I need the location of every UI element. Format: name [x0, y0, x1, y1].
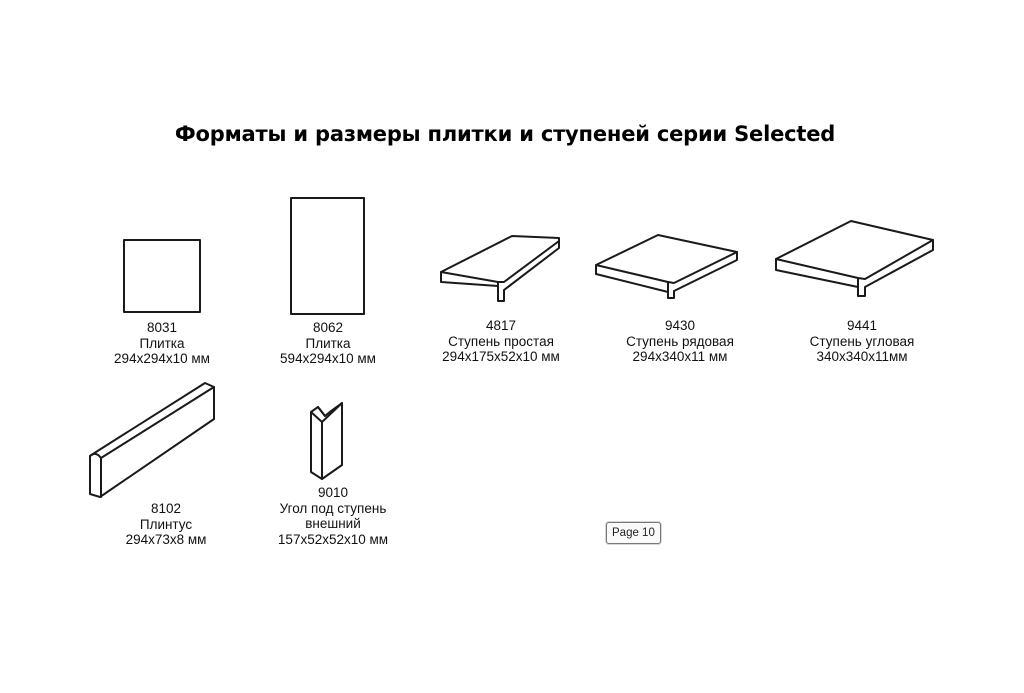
product-caption-9441: 9441 Ступень угловая 340x340x11мм — [797, 318, 927, 365]
product-name: Ступень рядовая — [626, 333, 734, 349]
product-name: Плитка — [305, 335, 351, 351]
product-caption-9430: 9430 Ступень рядовая 294x340x11 мм — [615, 318, 745, 365]
product-code: 8062 — [312, 320, 344, 335]
product-size: 594x294x10 мм — [280, 351, 376, 366]
rectangular-tile-icon — [290, 197, 365, 315]
product-size: 157x52x52x10 мм — [277, 531, 389, 547]
product-size: 294x294x10 мм — [114, 351, 210, 366]
product-name-line2: внешний — [305, 516, 361, 531]
product-code: 4817 — [485, 318, 517, 333]
product-code: 9430 — [664, 318, 696, 333]
product-size: 294x340x11 мм — [632, 349, 728, 364]
square-tile-icon — [123, 239, 201, 313]
product-name: Плинтус — [139, 516, 193, 532]
product-code: 8102 — [150, 501, 182, 516]
product-size: 294x175x52x10 мм — [442, 349, 560, 364]
product-size: 340x340x11мм — [816, 349, 908, 364]
product-caption-8102: 8102 Плинтус 294x73x8 мм — [108, 501, 224, 548]
product-name: Ступень простая — [448, 333, 554, 349]
corner-step-icon — [775, 220, 934, 297]
product-name: Плитка — [139, 335, 185, 351]
row-step-icon — [595, 234, 738, 299]
product-caption-8031: 8031 Плитка 294x294x10 мм — [104, 320, 220, 367]
product-code: 9441 — [846, 318, 878, 333]
skirting-icon — [89, 382, 215, 498]
product-code: 9010 — [317, 485, 349, 500]
product-size: 294x73x8 мм — [125, 532, 207, 547]
outer-corner-icon — [310, 402, 343, 480]
product-caption-8062: 8062 Плитка 594x294x10 мм — [270, 320, 386, 367]
product-caption-9010: 9010 Угол под ступень внешний 157x52x52x… — [264, 485, 402, 547]
product-code: 8031 — [146, 320, 178, 335]
page-number-badge[interactable]: Page 10 — [606, 522, 661, 544]
simple-step-icon — [440, 235, 560, 302]
product-name: Ступень угловая — [809, 333, 915, 349]
product-caption-4817: 4817 Ступень простая 294x175x52x10 мм — [436, 318, 566, 365]
page-title: Форматы и размеры плитки и ступеней сери… — [174, 122, 836, 146]
product-name: Угол под ступень — [279, 500, 387, 516]
